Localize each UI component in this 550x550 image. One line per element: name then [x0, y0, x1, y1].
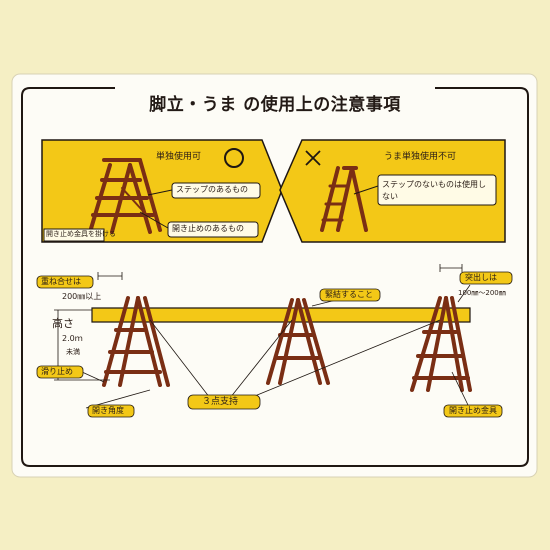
label-fix-box — [319, 288, 381, 302]
dimension-lines — [54, 264, 463, 381]
label-stopper: 滑り止め — [41, 367, 73, 376]
protrude-value: 100㎜～200㎜ — [458, 289, 506, 297]
horse-illustration — [320, 166, 368, 232]
leader-lines — [81, 284, 471, 409]
platform-board — [91, 307, 471, 323]
callout-ng-box — [377, 174, 497, 206]
overlap-value: 200㎜以上 — [62, 292, 102, 301]
height-label: 高さ — [52, 317, 74, 330]
ng-cross-icon — [305, 150, 321, 166]
height-note: 未満 — [66, 348, 80, 356]
note-box — [43, 228, 105, 242]
height-value: 2.0ｍ — [62, 334, 83, 343]
callout-step-text: ステップのあるもの — [176, 185, 248, 194]
ladder-middle — [266, 298, 330, 385]
label-open-box — [87, 404, 135, 418]
label-overlap-box — [36, 275, 94, 289]
label-stopper-box — [36, 365, 84, 379]
ok-heading: 単独使用可 — [156, 152, 202, 162]
label-fix: 緊結すること — [325, 290, 373, 299]
stepladder-illustration — [88, 158, 162, 234]
ladder-right — [410, 296, 472, 392]
label-protrude: 突出しは — [465, 273, 497, 282]
ladder-left — [102, 296, 170, 387]
panel-border — [21, 87, 529, 467]
callout-lock-text: 開き止めのあるもの — [172, 224, 244, 233]
callout-lock-box — [167, 221, 259, 238]
label-three: ３点支持 — [202, 397, 239, 407]
label-three-box — [187, 394, 261, 410]
callout-ng-text: ステップのないものは使用しない — [382, 180, 486, 201]
label-overlap: 重ね合せは — [41, 277, 81, 286]
note-text: 開き止め金具を掛ける — [46, 230, 116, 238]
label-open-lock-box — [443, 404, 503, 418]
label-protrude-box — [459, 271, 513, 285]
ok-circle-icon — [224, 148, 244, 168]
label-open-lock: 開き止め金具 — [449, 406, 497, 415]
ng-heading: うま単独使用不可 — [384, 152, 457, 162]
page-title: 脚立・うま の使用上の注意事項 — [149, 95, 401, 115]
label-open: 開き角度 — [92, 406, 124, 415]
